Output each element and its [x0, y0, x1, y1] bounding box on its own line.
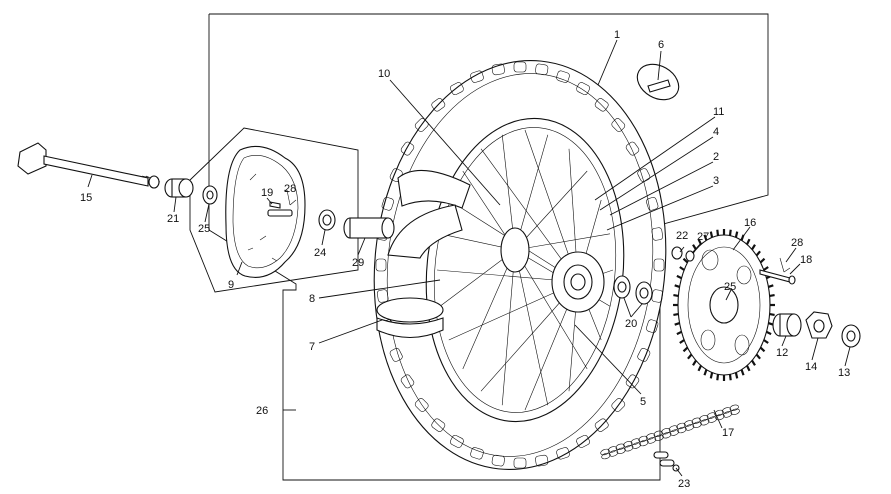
callout-25-left: 25 — [198, 223, 210, 235]
pin-28-left — [286, 189, 297, 206]
spacer-21 — [164, 178, 194, 198]
callout-18: 18 — [800, 254, 812, 266]
pin-28-right — [779, 257, 791, 273]
valve-cap — [636, 63, 680, 101]
callout-8: 8 — [309, 293, 315, 305]
tyre-tread — [375, 61, 665, 469]
rear-sprocket — [673, 229, 775, 381]
callout-3: 3 — [713, 175, 719, 187]
callout-16: 16 — [744, 217, 756, 229]
callout-1: 1 — [614, 29, 620, 41]
nut-22 — [671, 246, 683, 260]
callout-27: 27 — [697, 231, 709, 243]
callout-9: 9 — [228, 279, 234, 291]
callout-labels: 1 2 3 4 5 6 7 8 9 10 11 12 13 14 15 16 1… — [80, 29, 850, 490]
callout-26: 26 — [256, 405, 268, 417]
callout-28-left: 28 — [284, 183, 296, 195]
callout-25-right: 25 — [724, 281, 736, 293]
callout-17: 17 — [722, 427, 734, 439]
callout-24: 24 — [314, 247, 326, 259]
washer-27 — [685, 250, 695, 262]
callout-11: 11 — [713, 106, 724, 118]
callout-19: 19 — [261, 187, 273, 199]
drive-chain — [600, 404, 740, 460]
callout-5: 5 — [640, 396, 646, 408]
callout-2: 2 — [713, 151, 719, 163]
callout-14: 14 — [805, 361, 817, 373]
spacer-12 — [772, 313, 802, 337]
callout-10: 10 — [378, 68, 390, 80]
inner-tube — [397, 169, 471, 209]
brake-disc-frame — [189, 127, 359, 293]
callout-7: 7 — [309, 341, 315, 353]
callout-13: 13 — [838, 367, 850, 379]
brake-disc — [225, 145, 306, 278]
rim-tape — [376, 297, 444, 323]
spacer-29 — [343, 217, 395, 239]
leader-lines — [87, 39, 851, 477]
wheel-axle — [17, 142, 161, 189]
master-link — [653, 451, 680, 472]
callout-4: 4 — [713, 126, 719, 138]
callout-6: 6 — [658, 39, 664, 51]
rear-wheel — [373, 60, 667, 470]
callout-15: 15 — [80, 192, 92, 204]
callout-22: 22 — [676, 230, 688, 242]
callout-21: 21 — [167, 213, 179, 225]
callout-29: 29 — [352, 257, 364, 269]
rim-band — [387, 204, 463, 259]
bolt-19 — [269, 201, 281, 209]
callout-28-right: 28 — [791, 237, 803, 249]
callout-12: 12 — [776, 347, 788, 359]
callout-23: 23 — [678, 478, 690, 490]
callout-20: 20 — [625, 318, 637, 330]
